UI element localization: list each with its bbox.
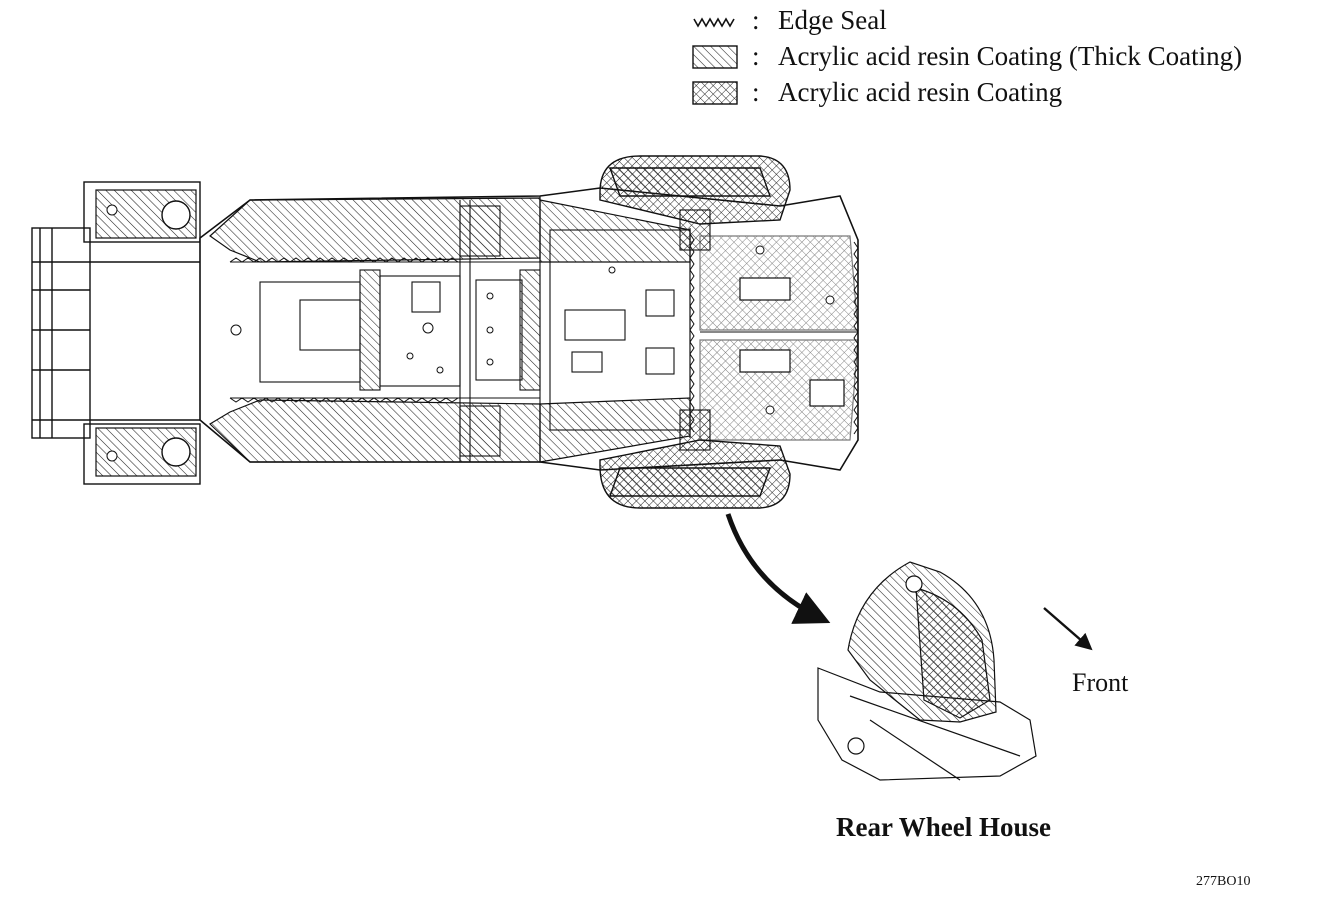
front-floor-pan	[699, 235, 859, 441]
floor-holes	[230, 245, 835, 415]
legend-label-thick-coating: Acrylic acid resin Coating (Thick Coatin…	[778, 41, 1243, 71]
front-arrow-icon	[1043, 607, 1093, 651]
front-direction-label: Front	[1072, 668, 1129, 697]
legend-separator: :	[752, 77, 760, 107]
rear-wheel-house-inset	[817, 561, 1037, 781]
legend-label-edge-seal: Edge Seal	[778, 5, 887, 35]
side-rails	[209, 197, 691, 463]
legend-item-thick-coating: : Acrylic acid resin Coating (Thick Coat…	[692, 38, 1332, 74]
rear-bumper-frame	[31, 181, 201, 485]
legend-item-edge-seal: : Edge Seal	[692, 2, 1332, 38]
wheel-house-arches	[599, 155, 791, 509]
edge-seal-lines	[229, 233, 859, 435]
cross-members	[359, 205, 711, 457]
legend: : Edge Seal : Acrylic acid resin Coating…	[692, 2, 1332, 110]
legend-separator: :	[752, 41, 760, 71]
crosshatch-swatch-icon	[692, 81, 738, 105]
diagonal-hatch-swatch-icon	[692, 45, 738, 69]
legend-item-coating: : Acrylic acid resin Coating	[692, 74, 1332, 110]
legend-separator: :	[752, 5, 760, 35]
callout-arrow	[725, 513, 831, 624]
legend-label-coating: Acrylic acid resin Coating	[778, 77, 1063, 107]
edge-seal-swatch-icon	[693, 17, 735, 28]
figure-code: 277BO10	[1196, 874, 1251, 889]
inset-title: Rear Wheel House	[836, 812, 1051, 842]
rear-corner-panels	[95, 189, 197, 477]
